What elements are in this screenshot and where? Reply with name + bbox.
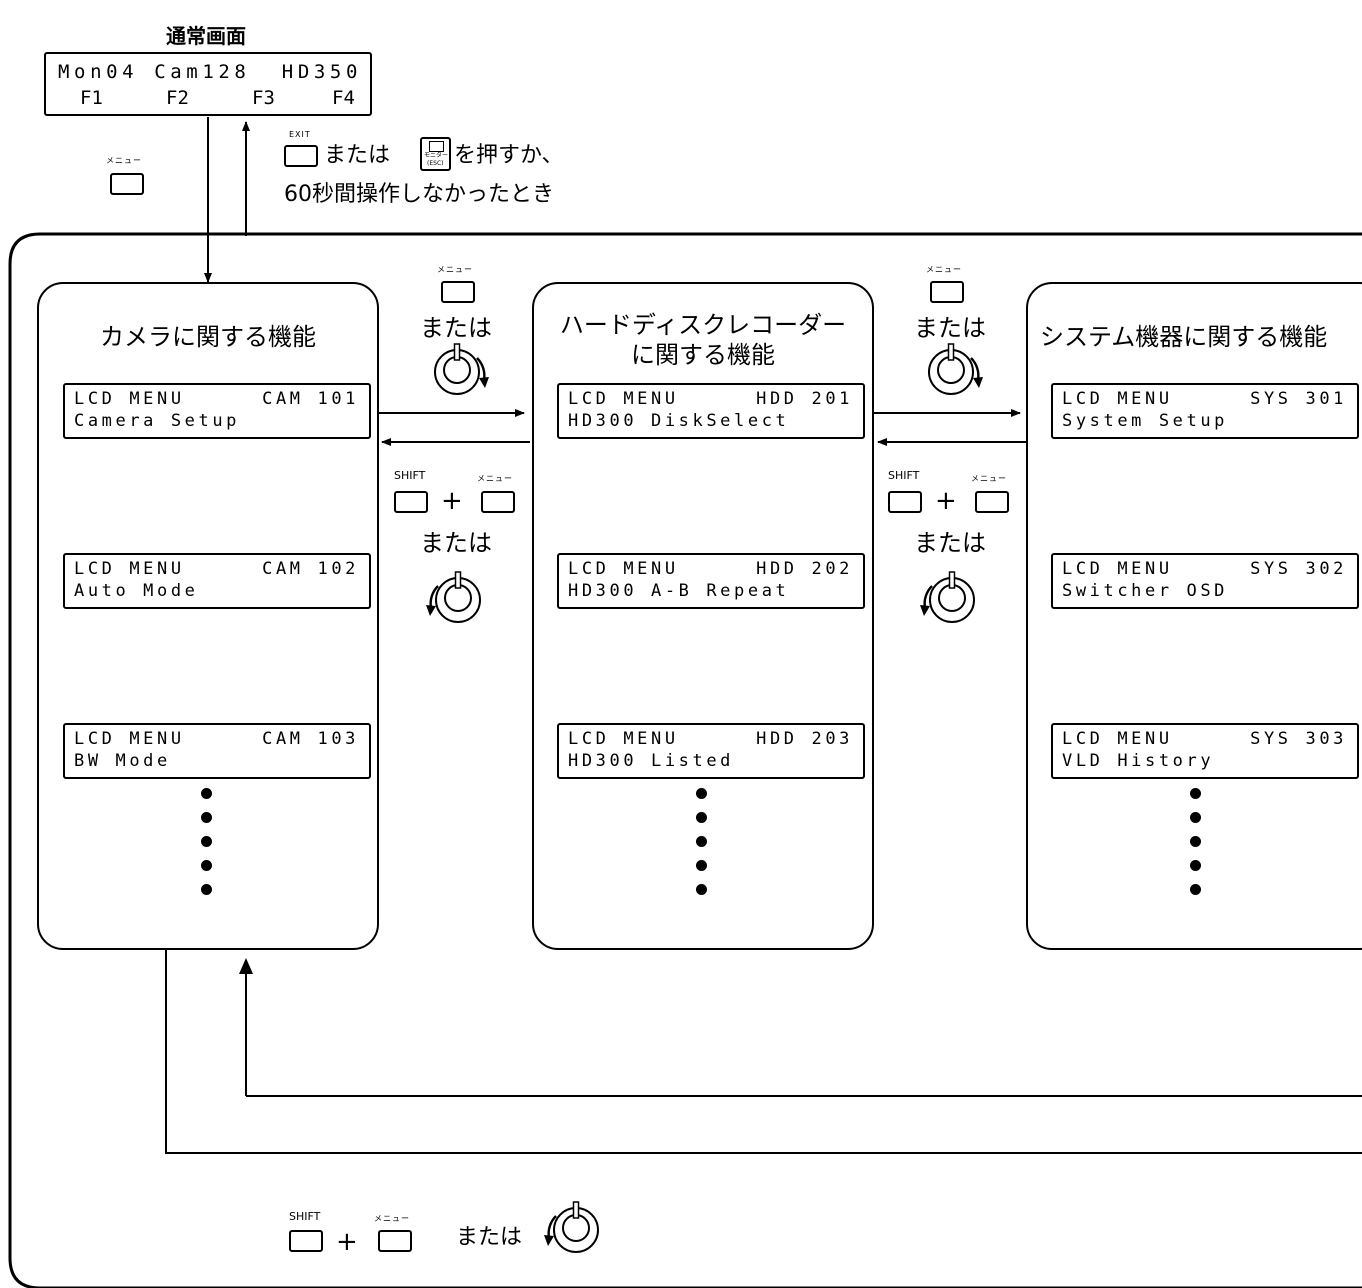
lcd-hdd-203[interactable]: LCD MENU HDD 203 HD300 Listed [557,723,865,779]
continuation-dot [696,884,707,895]
menu-key-label: メニュー [437,265,473,274]
or-text: または [914,314,986,342]
menu-key[interactable] [110,173,144,195]
continuation-dot [1190,860,1201,871]
continuation-dot [201,788,212,799]
shift-key-label: SHIFT [394,469,426,482]
normal-lcd-f1: F1 [80,87,103,109]
lcd-hdd-201[interactable]: LCD MENU HDD 201 HD300 DiskSelect [557,383,865,439]
continuation-dot [1190,884,1201,895]
lcd-cam-103[interactable]: LCD MENU CAM 103 BW Mode [63,723,371,779]
lcd-code: HDD 202 [756,559,853,579]
menu-key-bottom[interactable] [378,1230,412,1252]
lcd-code: HDD 201 [756,389,853,409]
exit-press-text: を押すか、 [454,143,564,168]
normal-lcd-f4: F4 [332,87,355,109]
lcd-header: LCD MENU [74,389,185,409]
lcd-item-name: HD300 Listed [568,751,735,771]
exit-key-label: EXIT [289,130,311,139]
exit-key[interactable] [284,145,318,167]
menu-key-label: メニュー [106,156,142,165]
continuation-dot [1190,812,1201,823]
normal-lcd-line1-right: HD350 [281,61,362,83]
lcd-item-name: VLD History [1062,751,1215,771]
lcd-code: SYS 301 [1250,389,1347,409]
or-text: または [456,1225,523,1250]
menu-key-back-2[interactable] [975,491,1009,513]
lcd-header: LCD MENU [568,729,679,749]
exit-timeout-text: 60秒間操作しなかったとき [284,182,554,207]
continuation-dot [201,884,212,895]
normal-screen-title: 通常画面 [166,24,246,48]
lcd-sys-301[interactable]: LCD MENU SYS 301 System Setup [1051,383,1359,439]
monitor-icon [429,141,444,152]
continuation-dot [201,836,212,847]
lcd-cam-102[interactable]: LCD MENU CAM 102 Auto Mode [63,553,371,609]
shift-key-label: SHIFT [289,1210,321,1223]
shift-key-bottom[interactable] [289,1230,323,1252]
lcd-code: SYS 302 [1250,559,1347,579]
shift-key-back-2[interactable] [888,491,922,513]
or-text: または [420,314,492,342]
lcd-header: LCD MENU [74,559,185,579]
shift-key-back-1[interactable] [394,491,428,513]
menu-key-back-1[interactable] [481,491,515,513]
lcd-code: HDD 203 [756,729,853,749]
lcd-item-name: BW Mode [74,751,171,771]
lcd-item-name: Camera Setup [74,411,241,431]
or-text: または [420,529,492,557]
lcd-header: LCD MENU [1062,389,1173,409]
continuation-dot [1190,836,1201,847]
lcd-code: CAM 101 [262,389,359,409]
hdd-panel-title-line2: に関する機能 [631,341,775,369]
lcd-sys-302[interactable]: LCD MENU SYS 302 Switcher OSD [1051,553,1359,609]
menu-key-forward-1[interactable] [441,281,475,303]
lcd-sys-303[interactable]: LCD MENU SYS 303 VLD History [1051,723,1359,779]
continuation-dot [201,812,212,823]
monitor-esc-key[interactable]: モニター (ESC) [420,137,451,171]
normal-lcd-line1-left: Mon04 Cam128 [58,61,251,83]
continuation-dot [1190,788,1201,799]
continuation-dot [696,812,707,823]
lcd-header: LCD MENU [1062,729,1173,749]
lcd-item-name: Auto Mode [74,581,199,601]
esc-key-label: (ESC) [427,160,444,167]
lcd-code: SYS 303 [1250,729,1347,749]
continuation-dot [201,860,212,871]
plus-sign: + [441,486,463,516]
lcd-item-name: Switcher OSD [1062,581,1229,601]
normal-screen-lcd: Mon04 Cam128 HD350 F1 F2 F3 F4 [44,52,372,116]
lcd-code: CAM 102 [262,559,359,579]
continuation-dot [696,788,707,799]
lcd-header: LCD MENU [74,729,185,749]
continuation-dot [696,836,707,847]
menu-key-label: メニュー [926,265,962,274]
plus-sign: + [336,1227,358,1257]
normal-lcd-f2: F2 [166,87,189,109]
lcd-cam-101[interactable]: LCD MENU CAM 101 Camera Setup [63,383,371,439]
lcd-header: LCD MENU [568,559,679,579]
system-panel-title: システム機器に関する機能 [1040,323,1328,351]
lcd-item-name: HD300 A-B Repeat [568,581,790,601]
or-text: または [914,529,986,557]
menu-key-label: メニュー [971,474,1007,483]
lcd-header: LCD MENU [568,389,679,409]
lcd-code: CAM 103 [262,729,359,749]
lcd-item-name: HD300 DiskSelect [568,411,790,431]
monitor-key-label: モニター [424,152,449,159]
lcd-hdd-202[interactable]: LCD MENU HDD 202 HD300 A-B Repeat [557,553,865,609]
camera-panel-title: カメラに関する機能 [100,323,316,351]
normal-lcd-f3: F3 [252,87,275,109]
exit-or-text: または [324,143,391,168]
menu-key-label: メニュー [477,474,513,483]
menu-key-label: メニュー [374,1214,410,1223]
lcd-item-name: System Setup [1062,411,1229,431]
continuation-dot [696,860,707,871]
menu-key-forward-2[interactable] [930,281,964,303]
lcd-header: LCD MENU [1062,559,1173,579]
plus-sign: + [935,486,957,516]
hdd-panel-title-line1: ハードディスクレコーダー [559,311,847,339]
shift-key-label: SHIFT [888,469,920,482]
